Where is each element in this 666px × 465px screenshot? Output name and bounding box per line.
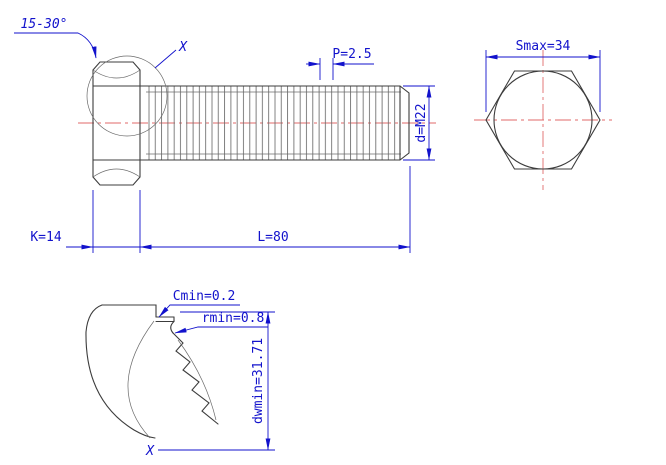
- length-label: L=80: [257, 230, 288, 245]
- dimension-across-flats: Smax=34: [485, 39, 601, 112]
- diameter-label: d=M22: [414, 103, 429, 142]
- end-view: Smax=34: [474, 39, 612, 190]
- dimension-chamfer-angle: 15-30°: [14, 17, 97, 59]
- detail-reference-label: X: [178, 40, 188, 55]
- tip-chamfer: [399, 85, 410, 161]
- detail-reference-leader: [154, 49, 177, 69]
- dimension-length: L=80: [139, 166, 411, 253]
- detail-boundary-circle: [86, 55, 168, 137]
- threaded-shank: [139, 85, 410, 161]
- washer-thickness-label: Cmin=0.2: [173, 289, 236, 304]
- dimension-washer-thickness: Cmin=0.2: [158, 289, 240, 318]
- detail-view-label: X: [145, 444, 155, 459]
- across-flats-label: Smax=34: [516, 39, 571, 54]
- thread-hatch: [146, 86, 400, 160]
- bolt-head-outline: [92, 61, 141, 186]
- main-view: X 15-30° P=2.5 d=M22 K=14: [14, 17, 436, 253]
- washer-diameter-label: dwmin=31.71: [251, 338, 266, 424]
- dimension-head-height: K=14: [30, 190, 141, 253]
- hexagon-outline: [485, 70, 601, 170]
- thread-profile: [172, 332, 219, 425]
- dimension-fillet-radius: rmin=0.8: [174, 311, 268, 334]
- dimension-washer-diameter: dwmin=31.71: [158, 311, 275, 451]
- head-chamfer-circle: [493, 70, 593, 170]
- detail-view-x: Cmin=0.2 rmin=0.8 dwmin=31.71 X: [85, 289, 275, 459]
- underhead-fillet: [170, 320, 175, 334]
- dimension-diameter: d=M22: [403, 85, 435, 161]
- detail-outline: [85, 304, 219, 439]
- pitch-label: P=2.5: [332, 47, 371, 62]
- chamfer-angle-label: 15-30°: [21, 17, 68, 32]
- head-height-label: K=14: [30, 230, 61, 245]
- dimension-pitch: P=2.5: [306, 47, 374, 80]
- fillet-radius-label: rmin=0.8: [202, 311, 265, 326]
